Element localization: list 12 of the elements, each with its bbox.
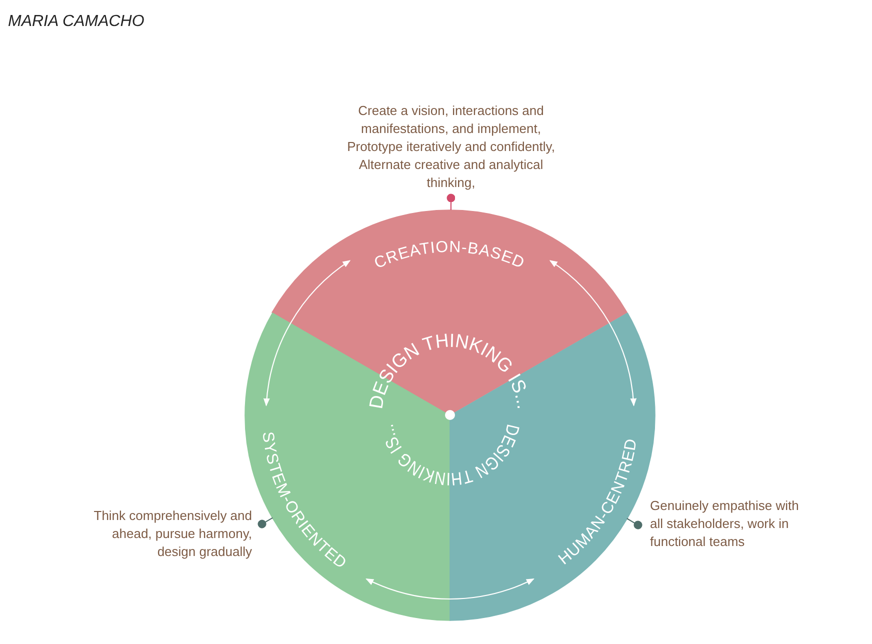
pie-segment (272, 210, 628, 415)
annotation-text: Create a vision, interactions and manifestations, and implement, Prototype iteratively and confidently, Alternate creative and analytical thinking, (343, 102, 559, 198)
double-headed-arrow (264, 260, 351, 406)
double-headed-arrow (549, 260, 636, 406)
annotation-text: Think comprehensively and ahead, pursue harmony, design gradually (87, 507, 262, 561)
leader-line (626, 518, 642, 530)
leader-line (258, 517, 273, 528)
annotation-text: Genuinely empathise with all stakeholders, work in functional teams (638, 497, 810, 551)
author-name: MARIA CAMACHO (8, 13, 144, 31)
double-headed-arrow (366, 578, 534, 600)
leader-line (446, 194, 456, 210)
segment-label: CREATION-BASED (372, 238, 528, 272)
